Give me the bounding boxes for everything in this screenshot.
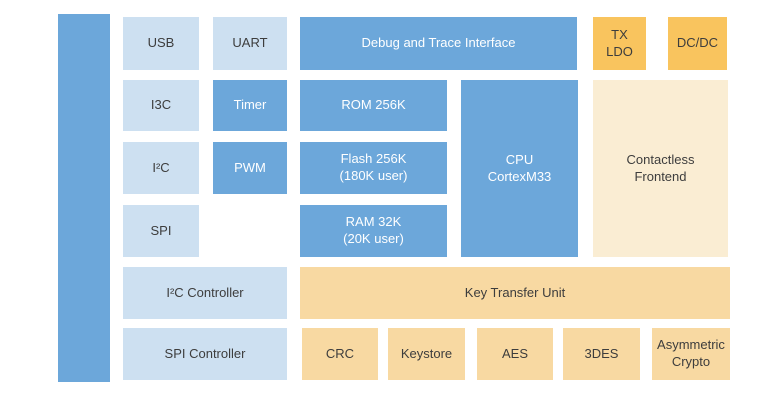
block-asymmetric-crypto: Asymmetric Crypto [652,328,730,380]
block-i2c-controller: I²C Controller [123,267,287,319]
block-spi: SPI [123,205,199,257]
system-bus-bar [58,14,110,382]
block-3des: 3DES [563,328,640,380]
block-uart: UART [213,17,287,70]
block-cpu-cortexm33: CPU CortexM33 [461,80,578,257]
block-tx-ldo: TX LDO [593,17,646,70]
block-timer: Timer [213,80,287,131]
block-key-transfer-unit: Key Transfer Unit [300,267,730,319]
block-i3c: I3C [123,80,199,131]
block-contactless-frontend: Contactless Frontend [593,80,728,257]
block-debug-trace-interface: Debug and Trace Interface [300,17,577,70]
block-flash: Flash 256K (180K user) [300,142,447,194]
block-crc: CRC [302,328,378,380]
block-spi-controller: SPI Controller [123,328,287,380]
block-aes: AES [477,328,553,380]
block-i2c: I²C [123,142,199,194]
block-dcdc: DC/DC [668,17,727,70]
block-pwm: PWM [213,142,287,194]
block-ram: RAM 32K (20K user) [300,205,447,257]
block-keystore: Keystore [388,328,465,380]
block-rom: ROM 256K [300,80,447,131]
block-usb: USB [123,17,199,70]
